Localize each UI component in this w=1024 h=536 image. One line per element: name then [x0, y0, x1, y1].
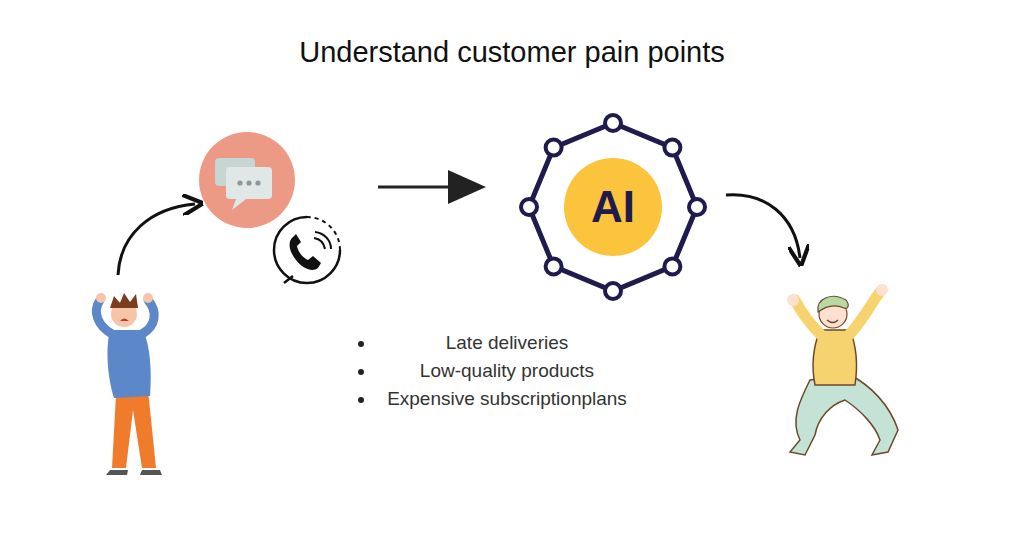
- network-dot: [546, 258, 562, 274]
- curved-arrow: [118, 204, 195, 275]
- network-dot: [664, 258, 680, 274]
- network-octagon: [521, 115, 705, 299]
- network-dot: [689, 199, 705, 215]
- phone-icon: [274, 217, 340, 283]
- bullet-item: Late deliveries: [446, 332, 569, 354]
- network-dot: [605, 115, 621, 131]
- curved-arrow: [726, 195, 800, 258]
- bullet-item: Low-quality products: [420, 360, 594, 382]
- chat-icon: [199, 132, 295, 228]
- straight-arrow: [378, 170, 486, 204]
- bullet-item: Expensive subscriptionplans: [387, 388, 627, 410]
- ai-circle: AI: [564, 158, 662, 256]
- network-dot: [546, 140, 562, 156]
- node-text: AI: [591, 182, 635, 232]
- bullet-dots: [358, 341, 364, 403]
- network-dot: [605, 283, 621, 299]
- octagon-ring: [529, 123, 697, 291]
- network-dot: [664, 140, 680, 156]
- happy-person: [787, 284, 898, 455]
- network-dot: [521, 199, 537, 215]
- title: Understand customer pain points: [299, 36, 725, 69]
- stressed-person: [96, 293, 162, 475]
